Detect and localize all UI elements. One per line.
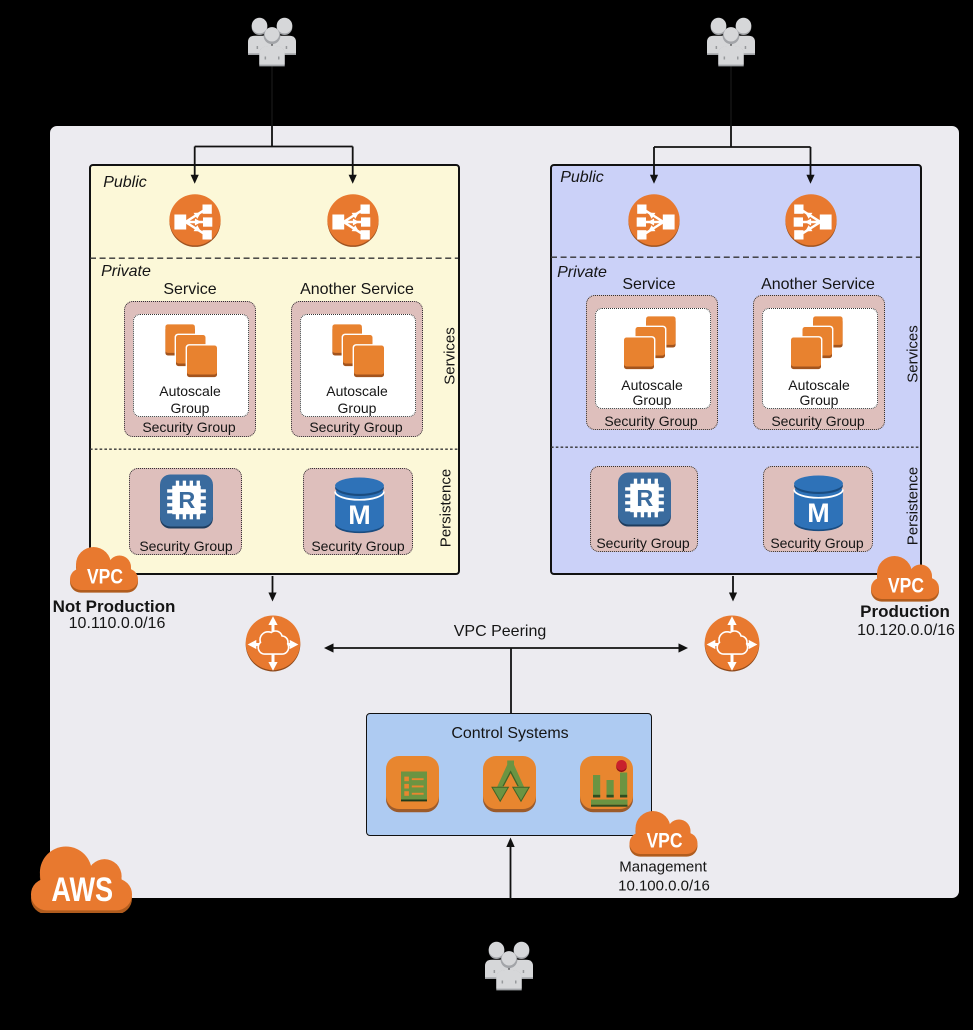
svg-text:AWS: AWS [51,870,113,908]
svg-text:VPC: VPC [87,565,123,588]
svg-text:VPC: VPC [888,574,924,597]
svg-text:VPC: VPC [647,830,683,853]
